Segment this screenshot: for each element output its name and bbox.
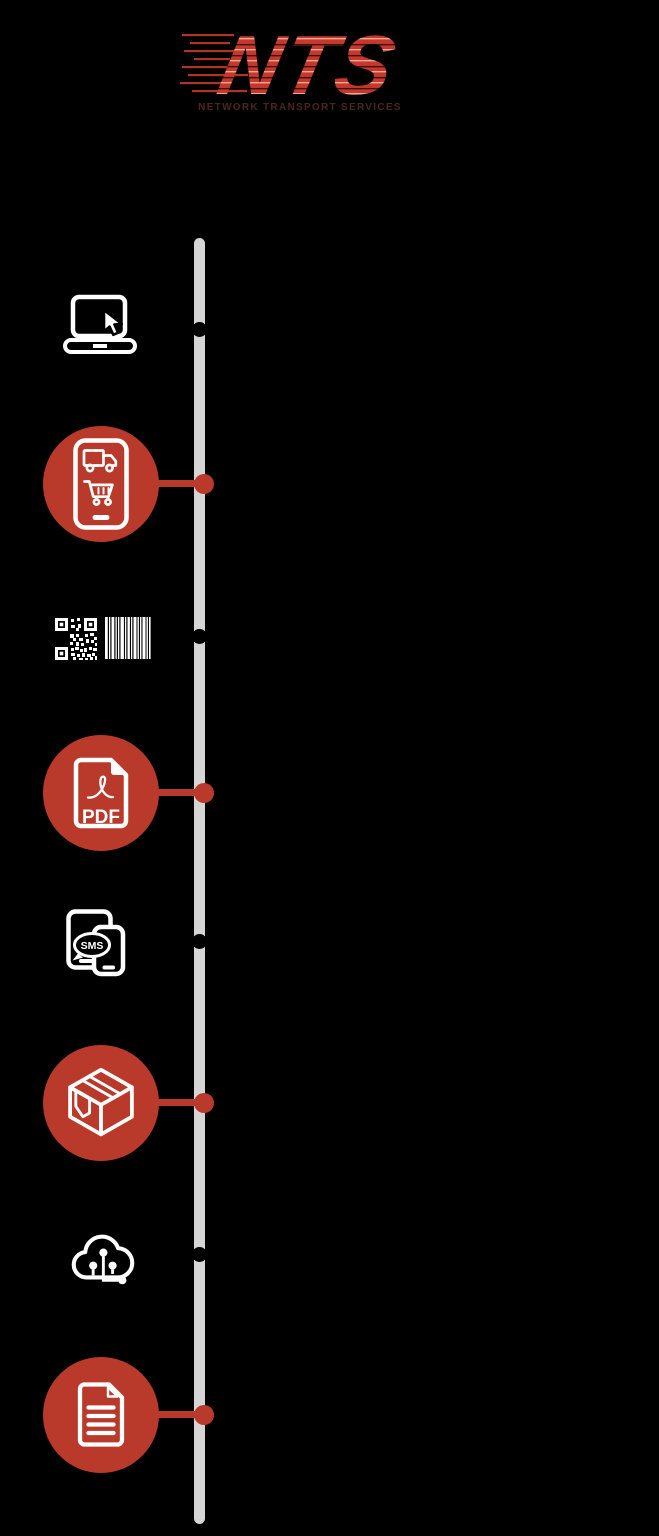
timeline-connector-6	[152, 1099, 200, 1106]
timeline-item-8	[43, 1357, 159, 1473]
package-box-icon	[68, 1067, 134, 1137]
timeline-accent-dot-2	[194, 474, 214, 494]
timeline-item-5: SMS	[66, 909, 136, 977]
qr-code-barcode-icon	[55, 617, 151, 660]
timeline-connector-4	[152, 789, 200, 796]
adobe-swirl	[86, 775, 115, 799]
timeline-item-2	[43, 426, 159, 542]
mobile-shopping-app-icon	[73, 438, 129, 530]
logo-tagline: NETWORK TRANSPORT SERVICES	[198, 102, 402, 113]
logo-text: NTS	[211, 18, 405, 110]
qr-code-icon	[55, 618, 97, 660]
timeline-item-3	[55, 616, 151, 662]
box-tape	[81, 1074, 122, 1100]
document-icon	[77, 1382, 125, 1447]
timeline-line	[194, 238, 205, 1524]
timeline-accent-dot-4	[194, 783, 214, 803]
timeline-connector-2	[152, 480, 200, 487]
pdf-label: PDF	[82, 807, 120, 828]
text-lines	[86, 1405, 116, 1436]
cursor-arrow-icon	[102, 308, 123, 337]
timeline-dot-1	[192, 322, 207, 337]
folded-corner	[111, 761, 125, 775]
pdf-file-icon: PDF	[73, 757, 129, 829]
timeline-item-7	[58, 1222, 140, 1288]
nts-logo: NTS NETWORK TRANSPORT SERVICES	[180, 18, 420, 118]
timeline-dot-3	[192, 629, 207, 644]
timeline-item-6	[43, 1045, 159, 1161]
box-flap	[74, 1089, 92, 1119]
timeline-accent-dot-8	[194, 1405, 214, 1425]
delivery-truck-icon	[82, 449, 118, 473]
timeline-connector-8	[152, 1411, 200, 1418]
cloud-network-icon	[71, 1234, 135, 1285]
timeline-accent-dot-6	[194, 1093, 214, 1113]
speed-lines	[180, 34, 248, 93]
timeline-dot-7	[192, 1247, 207, 1262]
speech-bubble	[73, 932, 111, 958]
timeline-item-1	[62, 294, 138, 356]
nts-logo-mark: NTS	[180, 18, 405, 110]
sms-devices-icon: SMS	[66, 909, 126, 977]
network-nodes	[89, 1248, 127, 1285]
timeline-item-4: PDF	[43, 735, 159, 851]
timeline-dot-5	[192, 934, 207, 949]
shopping-cart-icon	[83, 480, 114, 506]
barcode-icon	[105, 617, 151, 659]
sms-label: SMS	[81, 940, 104, 952]
laptop-cursor-icon	[63, 294, 137, 354]
folded-corner	[106, 1385, 119, 1398]
